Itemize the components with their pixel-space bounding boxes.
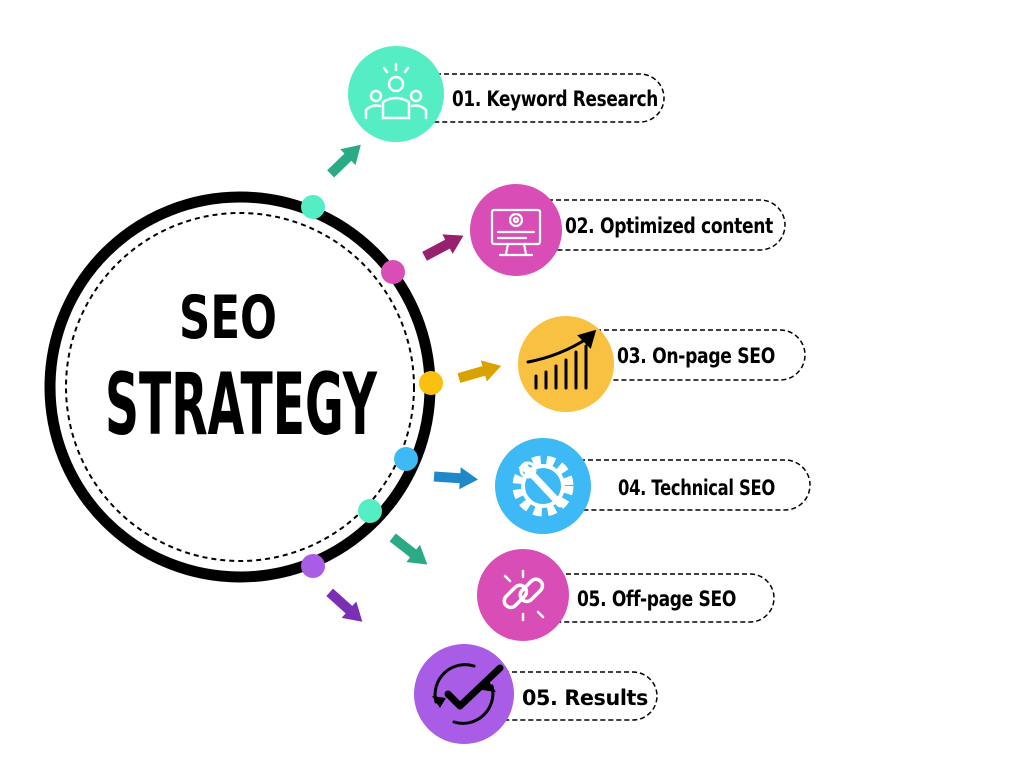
label-pill-4: [580, 459, 811, 511]
connector-arrow-6: [326, 588, 363, 622]
step-label-4: 04. Technical SEO: [618, 476, 775, 500]
connector-dot-3: [419, 371, 443, 395]
step-label-2: 02. Optimized content: [565, 214, 773, 238]
connector-dot-4: [394, 447, 418, 471]
connector-arrow-2: [422, 234, 464, 261]
gear-wrench-icon: [512, 455, 574, 517]
step-label-3: 03. On-page SEO: [617, 344, 775, 368]
step-label-1: 01. Keyword Research: [452, 87, 658, 111]
center-title-line1: SEO: [179, 283, 277, 353]
step-label-6: 05. Results: [522, 686, 648, 710]
step-icon-bg-5: [477, 549, 569, 641]
connector-arrow-3: [457, 360, 502, 383]
label-pill-3: [580, 329, 806, 381]
checkmark-refresh-icon: [432, 663, 504, 725]
step-keyword-research: 01. Keyword Research: [301, 46, 665, 219]
team-icon: [364, 62, 428, 120]
label-pill-1: [420, 73, 665, 123]
connector-arrow-4: [433, 467, 478, 490]
connector-dot-2: [381, 260, 405, 284]
step-off-page-seo: 05. Off-page SEO: [358, 499, 775, 641]
step-results: 05. Results: [301, 554, 658, 744]
step-icon-bg-1: [348, 46, 444, 142]
step-optimized-content: 02. Optimized content: [381, 184, 786, 284]
connector-dot-6: [301, 554, 325, 578]
step-label-5: 05. Off-page SEO: [577, 587, 736, 611]
step-on-page-seo: 03. On-page SEO: [419, 316, 806, 412]
connector-dot-1: [301, 195, 325, 219]
connector-arrow-5: [389, 533, 428, 565]
label-pill-6: [480, 671, 658, 721]
label-pill-5: [550, 573, 775, 623]
connector-arrow-1: [327, 144, 361, 178]
broken-link-icon: [502, 569, 545, 622]
growth-chart-icon: [526, 329, 597, 390]
label-pill-2: [540, 199, 786, 251]
step-technical-seo: 04. Technical SEO: [394, 438, 811, 534]
connector-dot-5: [358, 499, 382, 523]
center-title-line2: STRATEGY: [105, 355, 378, 455]
monitor-gear-icon: [490, 208, 542, 257]
step-icon-bg-6: [414, 644, 514, 744]
step-icon-bg-2: [470, 184, 562, 276]
